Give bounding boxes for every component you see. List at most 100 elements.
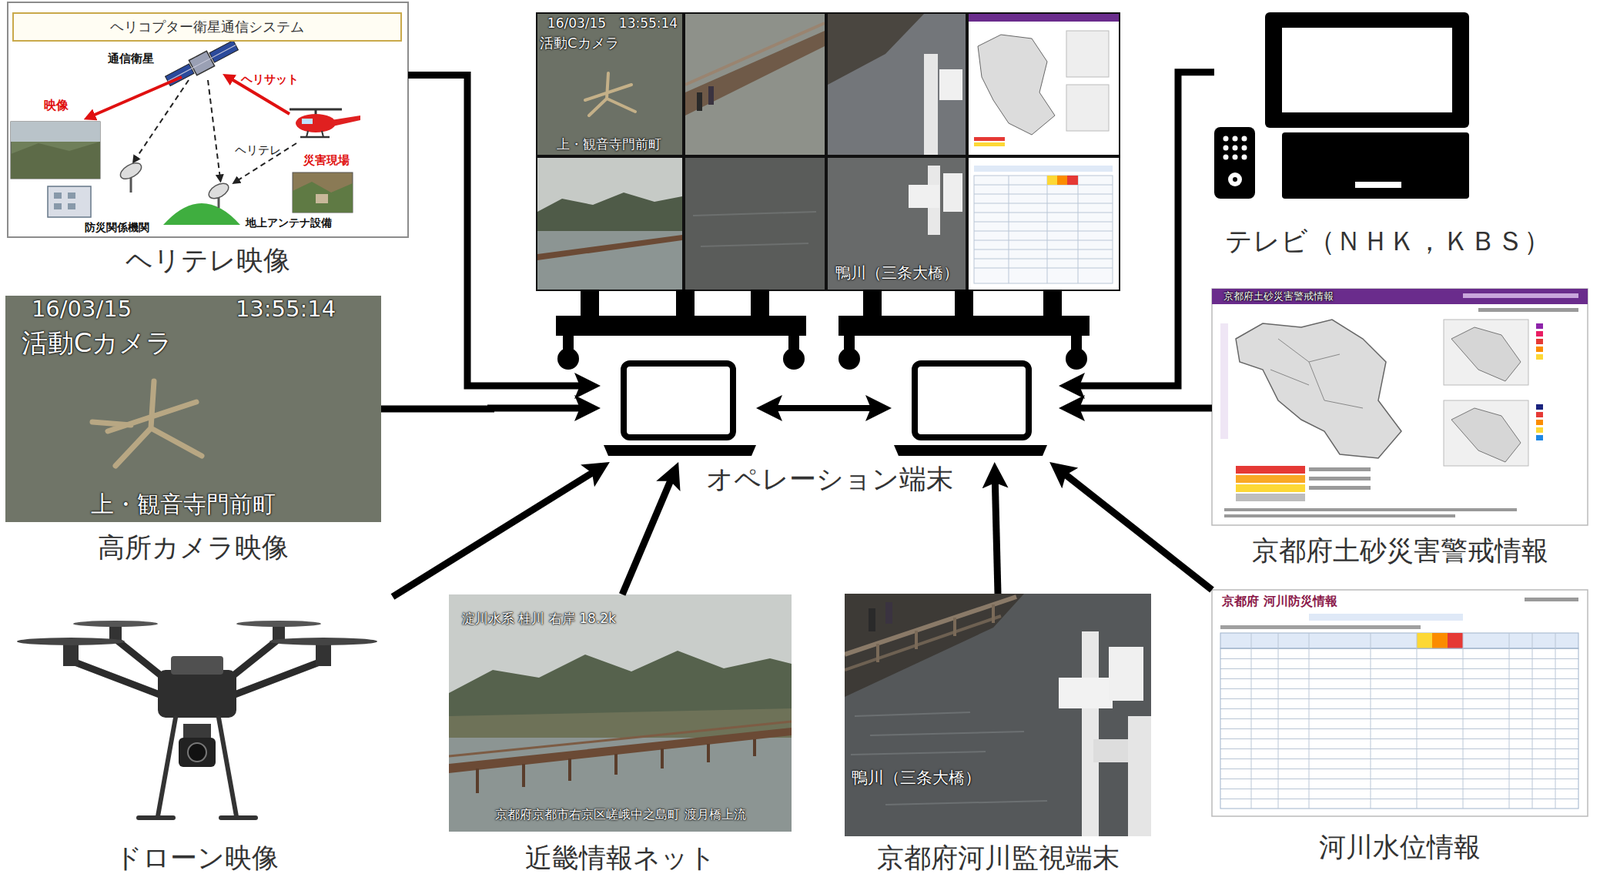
caption-text: 京都府土砂災害警戒情報 — [1251, 535, 1549, 566]
kinki-photo — [448, 594, 792, 832]
river-monitor-photo — [844, 615, 1001, 670]
sediment-screenshot — [1235, 319, 1402, 459]
tv-icon — [1265, 12, 1470, 128]
image-panel: 京都府河川監視端末 — [844, 593, 1152, 837]
video-wall — [974, 175, 1113, 284]
sediment-screenshot — [1536, 404, 1544, 410]
image-overlay-text: 活動Cカメラ — [21, 328, 174, 359]
monitor-stand — [555, 289, 1090, 370]
video-wall — [827, 157, 966, 290]
drone-photo — [220, 815, 256, 821]
monitor-stand — [838, 315, 1090, 336]
river-monitor-photo — [844, 593, 1152, 837]
sediment-screenshot — [1224, 508, 1517, 512]
video-wall — [1047, 175, 1058, 185]
camera-photo — [5, 295, 382, 523]
video-wall — [537, 234, 683, 261]
river-monitor-photo — [991, 604, 995, 623]
drone-photo — [178, 737, 216, 767]
river-monitor-photo — [844, 593, 1152, 837]
video-wall — [908, 184, 940, 208]
laptop-icon — [914, 363, 1029, 438]
river-level-screenshot — [1220, 632, 1579, 649]
video-wall — [974, 203, 1113, 205]
river-monitor-photo — [850, 712, 1048, 805]
camera-photo — [5, 295, 382, 523]
video-wall — [535, 154, 1121, 158]
video-wall — [537, 13, 683, 155]
kinki-photo — [477, 739, 755, 794]
video-wall — [968, 13, 1119, 22]
river-level-screenshot — [1524, 597, 1579, 602]
building-icon — [67, 192, 76, 199]
tv-icon — [1282, 27, 1453, 113]
caption-text: 河川水位情報 — [1318, 831, 1481, 863]
video-wall — [974, 221, 1113, 223]
image-overlay-text: 13:55:14 — [619, 16, 678, 32]
helicopter-icon — [331, 115, 361, 127]
drone-photo — [0, 596, 393, 837]
video-wall — [696, 92, 703, 111]
river-monitor-photo — [868, 608, 876, 632]
sediment-screenshot — [1308, 467, 1371, 472]
video-wall — [692, 211, 817, 216]
caption-text: ドローン映像 — [114, 842, 279, 874]
tv-icon — [1241, 145, 1248, 151]
tv-icon — [1232, 177, 1238, 182]
helitele-panel — [7, 2, 409, 238]
building-icon — [53, 192, 62, 199]
terminal-group: オペレーション端末 — [600, 354, 1059, 462]
arrow-connector — [994, 475, 998, 594]
river-level-screenshot — [1447, 632, 1463, 649]
caption-text: 京都府河川監視端末 — [876, 842, 1120, 874]
image-overlay-text: 京都府京都市右京区嵯峨中之島町 渡月橋上流 — [495, 807, 746, 822]
monitor-stand — [838, 348, 861, 370]
video-wall — [537, 192, 683, 231]
sediment-screenshot — [1443, 400, 1529, 466]
video-wall — [968, 13, 1119, 155]
river-monitor-photo — [850, 751, 986, 755]
drone-photo — [138, 717, 256, 818]
monitor-stand — [788, 334, 800, 350]
diagram-label: 地上アンテナ設備 — [245, 216, 332, 229]
drone-photo — [0, 596, 393, 837]
kinki-photo — [522, 763, 526, 787]
sediment-screenshot — [1443, 319, 1529, 385]
video-wall — [974, 184, 1113, 186]
satellite-icon — [167, 45, 236, 82]
river-monitor-photo — [870, 731, 1025, 736]
building-icon — [67, 203, 76, 210]
kinki-photo — [614, 753, 618, 775]
image-panel: ヘリテレ映像ヘリコプター衛星通信システム — [7, 2, 409, 238]
video-wall — [965, 12, 969, 292]
drone-photo — [269, 637, 378, 646]
kinki-photo — [753, 739, 757, 757]
river-monitor-photo — [1058, 677, 1113, 709]
video-wall — [968, 157, 1119, 290]
diagram-label: 京都府 河川防災情報 — [1221, 594, 1338, 609]
video-wall — [700, 243, 809, 247]
drone-photo — [315, 642, 332, 667]
sediment-screenshot — [1536, 411, 1544, 418]
signal-arrow — [134, 80, 189, 161]
monitor-stand — [676, 289, 695, 319]
tv-icon — [1232, 145, 1239, 151]
helicopter-icon — [300, 136, 330, 139]
drone-photo — [187, 743, 207, 762]
video-wall — [685, 30, 825, 116]
helitele-panel — [7, 2, 409, 238]
video-wall — [535, 12, 1121, 292]
image-overlay-text: 上・観音寺門前町 — [556, 137, 662, 153]
video-wall — [1047, 175, 1048, 284]
sediment-screenshot — [1536, 427, 1544, 433]
river-level-screenshot — [1462, 632, 1464, 809]
signal-arrow — [89, 76, 297, 182]
camera-photo — [5, 295, 382, 523]
river-level-screenshot — [1308, 613, 1463, 621]
video-wall — [939, 69, 963, 101]
tv-icon — [1355, 181, 1402, 188]
helicopter-icon — [306, 130, 308, 138]
video-wall — [974, 258, 1113, 260]
title-text: ヘリコプター衛星通信システム — [110, 19, 305, 36]
caption-text: 高所カメラ映像 — [97, 532, 289, 563]
